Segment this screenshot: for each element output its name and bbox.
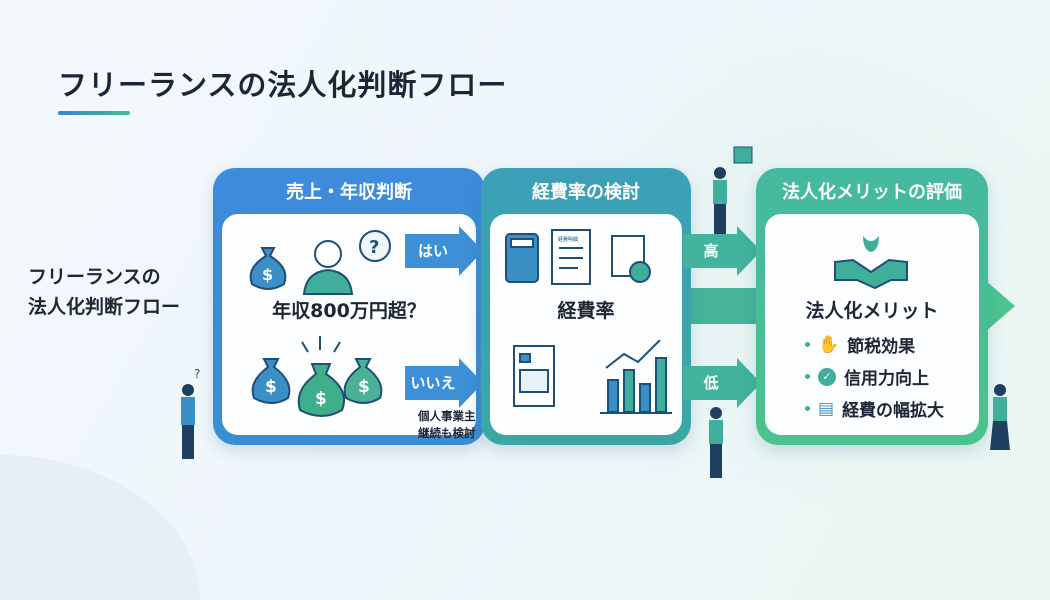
merit-item: ✋節税効果 [805, 332, 915, 357]
side-label-line2: 法人化判断フロー [28, 296, 181, 318]
svg-text:$: $ [315, 389, 327, 409]
yes-label: はい [417, 242, 448, 260]
person-thinking-icon: ? [181, 368, 200, 459]
svg-text:$: $ [265, 377, 277, 397]
step-panel: 経費明細 経費率 [490, 214, 682, 435]
yes-arrow: はい [405, 226, 483, 276]
page-title: フリーランスの法人化判断フロー [58, 68, 508, 102]
step-header: 売上・年収判断 [286, 182, 412, 203]
low-arrow: 低 [683, 358, 761, 408]
svg-text:$: $ [262, 265, 273, 284]
high-arrow: 高 [683, 226, 761, 276]
step-card-merit: 法人化メリットの評価 法人化メリット ✋節税効果 ✓信用力向上 ▤経費の幅拡大 [756, 168, 988, 445]
income-question: 年収800万円超？ [272, 300, 426, 322]
no-arrow: いいえ [405, 358, 483, 408]
high-label: 高 [703, 242, 719, 260]
side-label: フリーランスの 法人化判断フロー [28, 262, 180, 322]
svg-text:?: ? [369, 237, 379, 258]
expense-ratio-label: 経費率 [557, 300, 615, 322]
woman-presenting-icon [990, 384, 1010, 450]
step-card-sales: 売上・年収判断 $ ? 年収800万円超？ $ $ $ [213, 168, 485, 445]
document-coins-icon: ▤ [818, 398, 835, 419]
no-note-line2: 継続も検討 [418, 426, 476, 440]
handshake-icon [834, 236, 908, 290]
check-circle-icon: ✓ [818, 367, 836, 386]
flow-arrow-out [985, 280, 1015, 332]
person-checkbox-icon [713, 146, 753, 234]
side-label-line1: フリーランスの [28, 266, 161, 288]
person-pointing-icon [709, 407, 723, 478]
document-bar-chart-icon [513, 340, 672, 414]
calculator-receipt-chart-icon: 経費明細 [505, 229, 651, 285]
money-bags-icon: $ $ $ [251, 336, 383, 417]
merit-item: ▤経費の幅拡大 [805, 396, 944, 421]
step-panel: 法人化メリット ✋節税効果 ✓信用力向上 ▤経費の幅拡大 [765, 214, 979, 435]
no-note-line1: 個人事業主 [418, 409, 476, 423]
step-card-expense: 経費率の検討 経費明細 経費率 [481, 168, 691, 445]
step-header: 経費率の検討 [532, 182, 640, 203]
coin-hand-icon: ✋ [818, 334, 840, 355]
no-label: いいえ [410, 374, 456, 392]
svg-text:?: ? [194, 368, 200, 381]
title-underline [58, 111, 130, 115]
bg-blob [0, 455, 200, 600]
money-bag-person-question-icon: $ ? [249, 230, 391, 295]
low-label: 低 [703, 374, 719, 392]
svg-text:$: $ [358, 377, 370, 397]
step-header: 法人化メリットの評価 [782, 182, 962, 203]
no-note: 個人事業主 継続も検討 [418, 408, 476, 442]
merit-item: ✓信用力向上 [805, 364, 929, 389]
merit-label: 法人化メリット [805, 300, 939, 322]
receipt-label: 経費明細 [558, 236, 578, 243]
